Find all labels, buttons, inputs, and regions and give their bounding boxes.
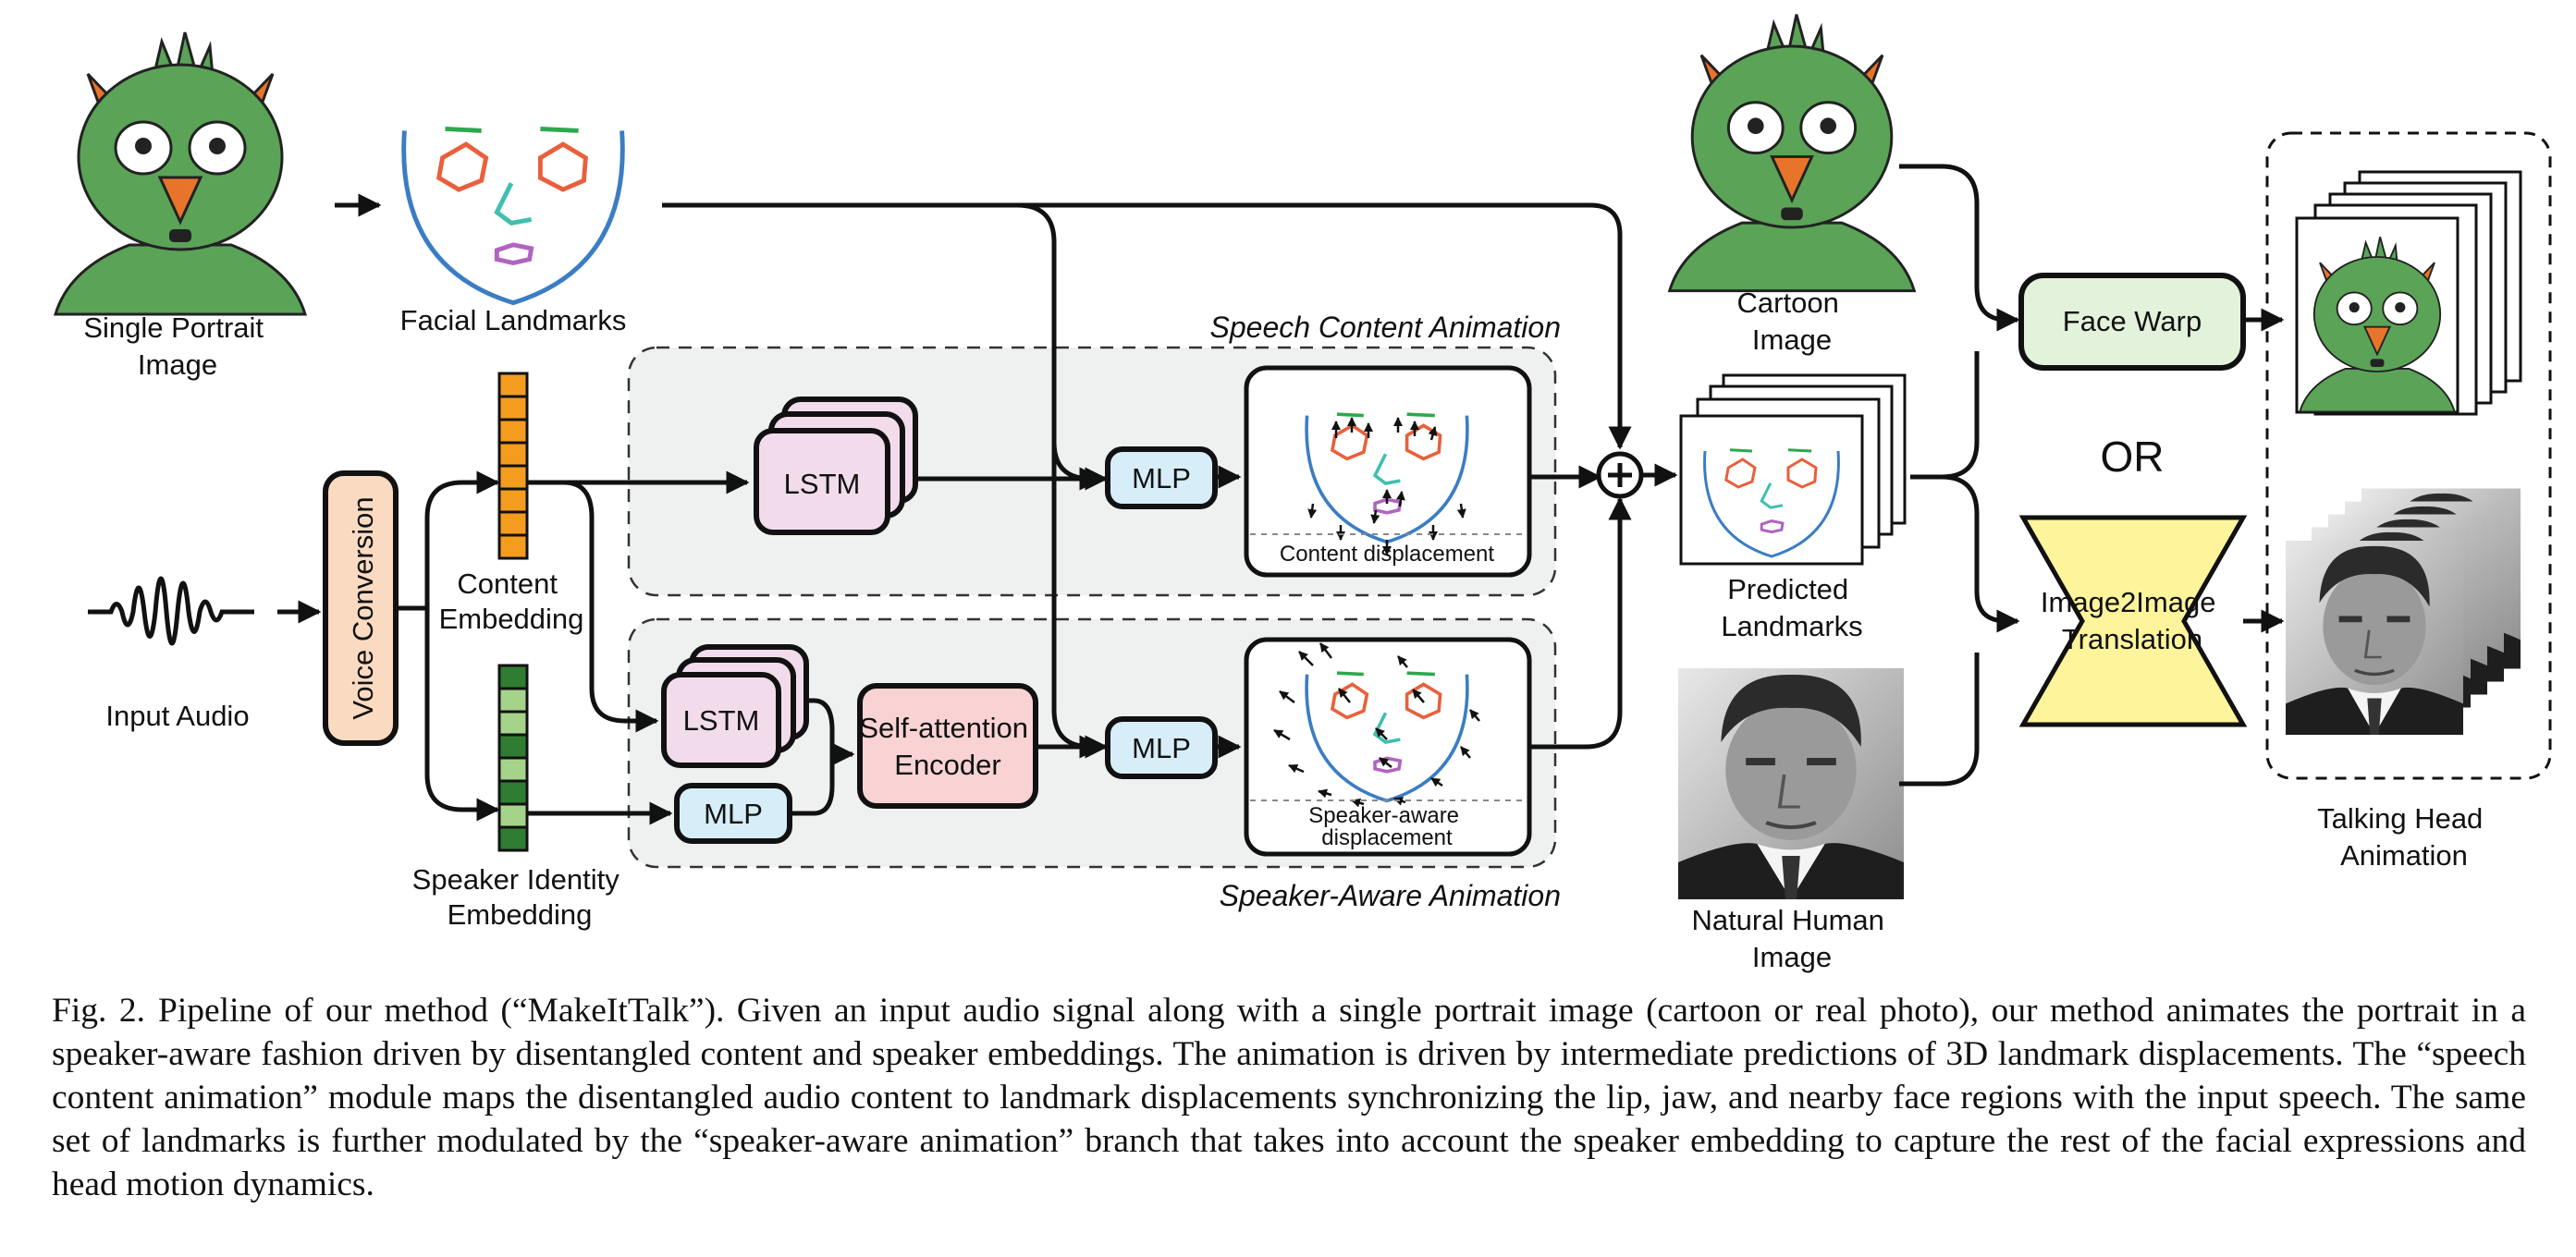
facial-landmarks-label: Facial Landmarks — [400, 304, 627, 336]
lstm-top-label: LSTM — [784, 468, 861, 500]
single-portrait-label: Single Portrait Image — [83, 311, 271, 381]
predicted-landmarks-stack — [1679, 373, 1907, 566]
content-embedding-vector — [497, 372, 529, 560]
or-label: OR — [2101, 433, 2165, 481]
speaker-displacement-label: Speaker-aware displacement — [1308, 803, 1465, 850]
lstm-bottom-block — [661, 644, 809, 768]
image2image-label: Image2Image Translation — [2041, 586, 2224, 655]
content-to-speaker-lstm-arrow — [527, 480, 659, 733]
facial-landmarks-image — [404, 128, 623, 302]
speaker-embedding-vector — [497, 664, 529, 852]
face-warp-label: Face Warp — [2063, 305, 2202, 337]
content-displacement-label: Content displacement — [1280, 542, 1494, 567]
landmarks-to-sum-arrow — [1017, 202, 1632, 450]
cartoon-output-frames — [2295, 170, 2522, 416]
speaker-to-sum-arrow — [1529, 496, 1632, 750]
mlp-speaker-label: MLP — [704, 798, 763, 830]
pipeline-figure: Speech Content Animation Speaker-Aware A… — [54, 13, 2552, 973]
predicted-landmarks-label: Predicted Landmarks — [1721, 573, 1862, 642]
self-attention-label: Self-attention Encoder — [859, 712, 1036, 781]
waveform-icon — [88, 576, 254, 646]
natural-human-label: Natural Human Image — [1691, 904, 1892, 973]
voice-to-content-arrow — [396, 470, 500, 611]
predicted-to-image2image-arrow — [1941, 474, 2020, 633]
landmarks-to-mlp-bottom-arrow — [1051, 442, 1109, 759]
lstm-top-block — [754, 397, 918, 535]
content-embedding-label: Content Embedding — [439, 567, 584, 635]
photo-output-frames — [2284, 486, 2522, 737]
speaker-aware-animation-label: Speaker-Aware Animation — [1220, 879, 1561, 912]
mlp-top-label: MLP — [1132, 462, 1191, 494]
human-to-image2image-line — [1899, 653, 1980, 787]
voice-conversion-label: Voice Conversion — [347, 496, 379, 719]
content-displacement-panel — [1244, 365, 1532, 578]
mlp-bottom-label: MLP — [1132, 732, 1191, 764]
image2image-shape — [2018, 515, 2248, 727]
cartoon-image — [1668, 13, 1916, 293]
speech-content-animation-label: Speech Content Animation — [1210, 311, 1562, 344]
speaker-displacement-panel — [1244, 637, 1532, 857]
predicted-to-facewarp-line — [1910, 351, 1980, 480]
speaker-embedding-label: Speaker Identity Embedding — [412, 863, 628, 931]
single-portrait-image — [54, 31, 307, 316]
figure-number: Fig. 2. — [52, 992, 145, 1030]
natural-human-image — [1678, 668, 1904, 899]
cartoon-to-facewarp-arrow — [1899, 164, 2020, 332]
voice-to-speaker-arrow — [424, 608, 500, 822]
caption-text: Pipeline of our method (“MakeItTalk”). G… — [52, 992, 2526, 1203]
talking-head-output-box — [2265, 131, 2552, 780]
lstm-bottom-label: LSTM — [683, 704, 760, 737]
input-audio-label: Input Audio — [105, 700, 249, 732]
sum-node — [1596, 451, 1644, 499]
figure-caption: Fig. 2.Pipeline of our method (“MakeItTa… — [52, 989, 2526, 1206]
self-attention-encoder-box — [857, 683, 1038, 809]
talking-head-label: Talking Head Animation — [2317, 802, 2491, 872]
cartoon-image-label: Cartoon Image — [1737, 287, 1847, 356]
